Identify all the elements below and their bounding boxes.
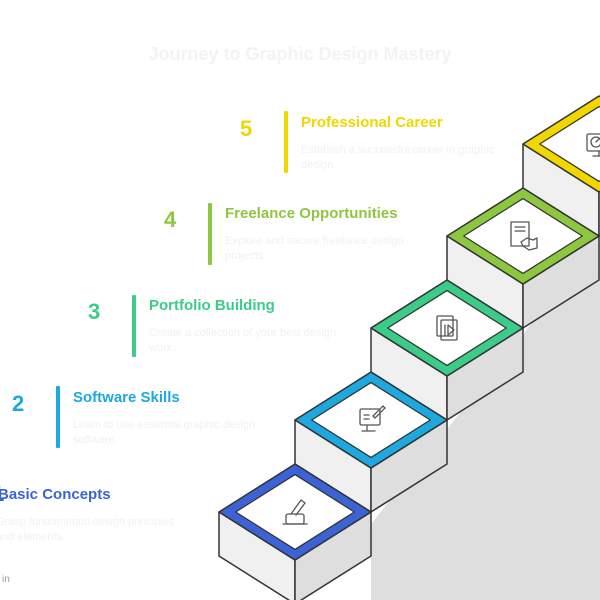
step-title-1: Basic Concepts xyxy=(0,486,111,503)
step-title-3: Portfolio Building xyxy=(149,297,275,314)
step-desc-2: Learn to use essential graphic design so… xyxy=(73,419,256,446)
stair-step-1 xyxy=(218,463,372,600)
step-bar-3 xyxy=(132,295,136,357)
stair-support xyxy=(371,134,600,600)
step-bar-5 xyxy=(284,111,288,173)
portfolio-icon xyxy=(436,315,458,341)
step-desc-3: Create a collection of your best design … xyxy=(149,327,337,354)
step-desc-1: Grasp fundamental design principles and … xyxy=(0,516,175,543)
stair-step-3 xyxy=(370,279,524,421)
step-desc-4: Explore and secure freelance design proj… xyxy=(225,235,404,262)
stair-tread-inner-4 xyxy=(463,197,583,275)
stair-tread-inner-5 xyxy=(539,105,600,183)
stair-tread-inner-1 xyxy=(235,473,355,551)
step-number-1: 1 xyxy=(0,481,4,507)
step-number-2: 2 xyxy=(12,391,25,416)
step-title-5: Professional Career xyxy=(301,114,443,131)
step-desc-5: Establish a successful career in graphic… xyxy=(301,144,495,171)
diagram-title: Journey to Graphic Design Mastery xyxy=(148,44,452,64)
step-bar-2 xyxy=(56,386,60,448)
stair-tread-inner-3 xyxy=(387,289,507,367)
pen-nib-icon xyxy=(282,499,308,525)
watermark: in xyxy=(2,574,10,585)
step-number-3: 3 xyxy=(88,299,101,324)
step-number-4: 4 xyxy=(164,207,177,232)
contract-handshake-icon xyxy=(510,221,538,251)
stair-step-4 xyxy=(446,187,600,329)
stair-tread-inner-2 xyxy=(311,381,431,459)
career-monitor-icon xyxy=(586,133,600,157)
monitor-pencil-icon xyxy=(359,405,386,432)
step-title-4: Freelance Opportunities xyxy=(225,205,398,222)
step-bar-4 xyxy=(208,203,212,265)
step-title-2: Software Skills xyxy=(73,389,180,406)
step-number-5: 5 xyxy=(240,116,253,141)
stair-step-2 xyxy=(294,371,448,513)
